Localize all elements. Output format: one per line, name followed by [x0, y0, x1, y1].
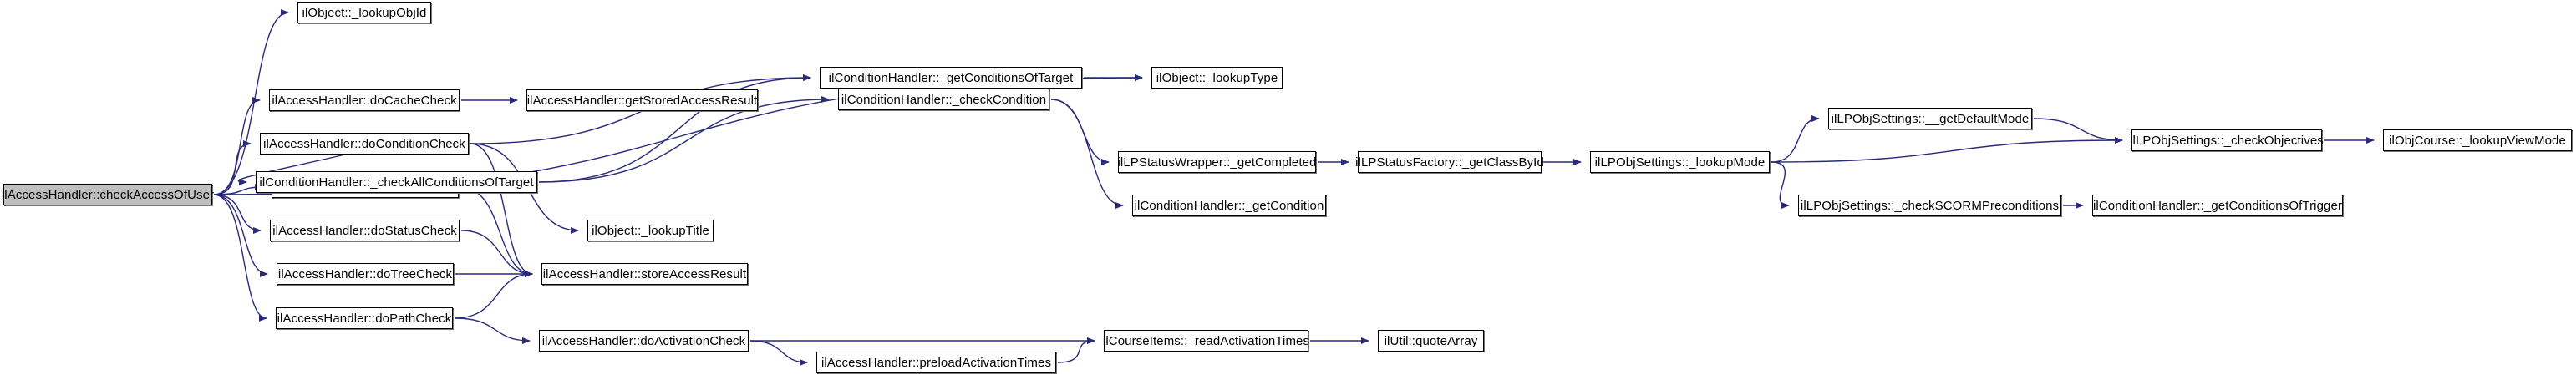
graph-node-label: ilLPObjSettings::_checkObjectives [2130, 133, 2324, 148]
graph-node-storeAccessResult[interactable]: ilAccessHandler::storeAccessResult [541, 263, 748, 285]
graph-node-label: ilConditionHandler::_getConditionsOfTrig… [2092, 198, 2343, 213]
graph-node-doStatusCheck[interactable]: ilAccessHandler::doStatusCheck [270, 220, 460, 241]
graph-edge-checkAccessOfUser-to-doPathCheck [213, 194, 267, 322]
graph-node-checkAllConditions[interactable]: ilConditionHandler::_checkAllConditionsO… [256, 171, 537, 193]
graph-node-lookupType[interactable]: ilObject::_lookupType [1151, 67, 1283, 89]
graph-edge-lookupMode-to-getDefaultMode [1771, 115, 1820, 163]
graph-node-checkAccessOfUser[interactable]: ilAccessHandler::checkAccessOfUser [1, 184, 215, 205]
graph-node-doCacheCheck[interactable]: ilAccessHandler::doCacheCheck [269, 89, 460, 111]
graph-edge-checkAccessOfUser-to-doCacheCheck [213, 97, 261, 195]
graph-node-label: ilLPObjSettings::_lookupMode [1594, 155, 1766, 170]
graph-node-getCondition[interactable]: ilConditionHandler::_getCondition [1132, 195, 1326, 216]
graph-node-label: ilObject::_lookupType [1156, 70, 1278, 85]
graph-edge-doStatusCheck-to-storeAccessResult [460, 230, 533, 277]
graph-node-label: ilLPObjSettings::_checkSCORMPrecondition… [1800, 198, 2060, 213]
graph-node-label: ilConditionHandler::_checkAllConditionsO… [259, 175, 534, 190]
graph-node-label: ilConditionHandler::_checkCondition [841, 92, 1047, 107]
graph-node-lookupTitle[interactable]: ilObject::_lookupTitle [587, 220, 714, 241]
graph-node-getDefaultMode[interactable]: ilLPObjSettings::__getDefaultMode [1828, 108, 2032, 129]
graph-node-label: ilLPObjSettings::__getDefaultMode [1831, 111, 2030, 126]
graph-edge-checkCondition-to-getCompleted [1050, 99, 1110, 165]
graph-node-label: ilAccessHandler::doPathCheck [277, 311, 452, 326]
graph-node-lookupViewMode[interactable]: ilObjCourse::_lookupViewMode [2383, 129, 2572, 151]
graph-node-checkCondition[interactable]: ilConditionHandler::_checkCondition [838, 89, 1049, 110]
graph-node-label: ilUtil::quoteArray [1384, 333, 1478, 348]
graph-edge-checkCondition-to-getCondition [1050, 99, 1124, 209]
graph-node-label: ilAccessHandler::doStatusCheck [272, 223, 457, 238]
graph-node-lookupObjId[interactable]: ilObject::_lookupObjId [297, 2, 431, 23]
graph-node-label: ilConditionHandler::_getConditionsOfTarg… [828, 70, 1074, 85]
graph-edge-getDefaultMode-to-checkObjectives [2033, 118, 2123, 144]
graph-node-label: ilConditionHandler::_getCondition [1134, 198, 1324, 213]
graph-node-getCompleted[interactable]: ilLPStatusWrapper::_getCompleted [1117, 151, 1317, 173]
graph-edge-preloadActivationTimes-to-readActivationTimes [1057, 337, 1095, 363]
graph-node-label: ilLPStatusWrapper::_getCompleted [1117, 155, 1317, 170]
graph-node-label: ilObject::_lookupTitle [592, 223, 709, 238]
graph-edge-checkAccessOfUser-to-doConditionCheck [213, 140, 252, 195]
graph-edge-doActivationCheck-to-preloadActivationTimes [749, 340, 808, 366]
graph-node-preloadActivationTimes[interactable]: ilAccessHandler::preloadActivationTimes [816, 352, 1056, 373]
graph-node-doConditionCheck[interactable]: ilAccessHandler::doConditionCheck [260, 133, 469, 155]
graph-node-label: ilCourseItems::_readActivationTimes [1102, 333, 1310, 348]
graph-node-label: ilAccessHandler::preloadActivationTimes [821, 355, 1052, 370]
graph-node-doTreeCheck[interactable]: ilAccessHandler::doTreeCheck [277, 263, 454, 285]
graph-node-label: ilAccessHandler::doConditionCheck [263, 136, 465, 151]
graph-node-label: ilAccessHandler::storeAccessResult [542, 266, 747, 281]
graph-node-doActivationCheck[interactable]: ilAccessHandler::doActivationCheck [539, 330, 749, 352]
graph-edge-lookupMode-to-checkObjectives [1771, 137, 2123, 163]
graph-node-checkSCORMPreconditions[interactable]: ilLPObjSettings::_checkSCORMPrecondition… [1798, 195, 2061, 216]
graph-node-getConditionsOfTarget[interactable]: ilConditionHandler::_getConditionsOfTarg… [820, 67, 1082, 89]
graph-node-label: ilAccessHandler::doActivationCheck [541, 333, 746, 348]
graph-edge-checkAccessOfUser-to-doStatusCheck [213, 194, 262, 234]
graph-node-getStoredAccessResult[interactable]: ilAccessHandler::getStoredAccessResult [526, 89, 758, 111]
graph-node-getConditionsOfTrigger[interactable]: ilConditionHandler::_getConditionsOfTrig… [2092, 195, 2343, 216]
graph-edge-checkAllConditions-to-checkCondition [538, 96, 830, 183]
graph-edge-doPathCheck-to-storeAccessResult [454, 271, 533, 319]
graph-node-quoteArray[interactable]: ilUtil::quoteArray [1378, 330, 1484, 352]
graph-edge-doConditionCheck-to-storeAccessResult [470, 143, 533, 277]
graph-edge-doRBACCheck-to-storeAccessResult [460, 186, 533, 277]
edges-group [213, 9, 2375, 366]
graph-edge-doPathCheck-to-doActivationCheck [454, 317, 531, 344]
graph-node-label: ilObject::_lookupObjId [302, 5, 427, 20]
graph-node-label: ilLPStatusFactory::_getClassById [1355, 155, 1544, 170]
graph-node-label: ilObjCourse::_lookupViewMode [2389, 133, 2566, 148]
graph-edge-checkAccessOfUser-to-doTreeCheck [213, 194, 268, 277]
graph-node-label: ilAccessHandler::getStoredAccessResult [526, 93, 758, 108]
graph-node-label: ilAccessHandler::checkAccessOfUser [1, 187, 215, 202]
graph-node-label: ilAccessHandler::doCacheCheck [272, 93, 457, 108]
graph-edge-lookupMode-to-checkSCORMPreconditions [1771, 161, 1790, 209]
graph-node-label: ilAccessHandler::doTreeCheck [277, 266, 453, 281]
graph-node-lookupMode[interactable]: ilLPObjSettings::_lookupMode [1590, 151, 1770, 173]
graph-node-getClassById[interactable]: ilLPStatusFactory::_getClassById [1355, 151, 1544, 173]
graph-node-readActivationTimes[interactable]: ilCourseItems::_readActivationTimes [1102, 330, 1310, 352]
graph-node-doPathCheck[interactable]: ilAccessHandler::doPathCheck [276, 307, 453, 329]
graph-node-checkObjectives[interactable]: ilLPObjSettings::_checkObjectives [2130, 129, 2324, 151]
